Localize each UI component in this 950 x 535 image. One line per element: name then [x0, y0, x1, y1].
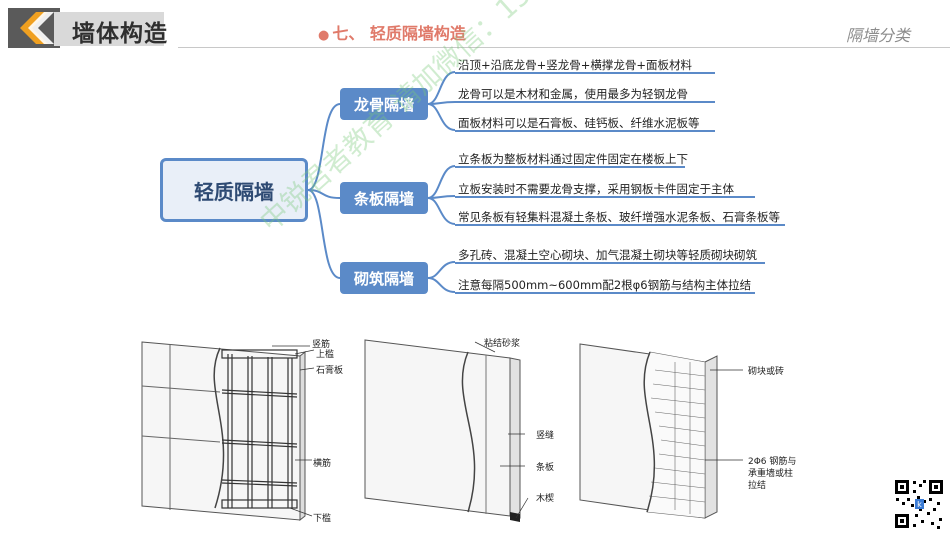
label-tie: 拉结: [748, 481, 767, 491]
leaf-underline: [455, 101, 715, 103]
label-gypsum-board: 石膏板: [316, 366, 344, 376]
section-title: ●七、 轻质隔墙构造: [318, 20, 466, 44]
label-vertical-joint: 竖缝: [536, 431, 555, 441]
panel-wall-diagram: [364, 339, 529, 522]
label-bonding-mortar: 粘结砂浆: [484, 339, 521, 349]
leaf-text: 注意每隔500mm~600mm配2根φ6钢筋与结构主体拉结: [458, 278, 752, 292]
mindmap-root: 轻质隔墙: [160, 158, 308, 222]
label-vertical-stud: 竖筋: [312, 340, 331, 350]
leaf-text: 立板安装时不需要龙骨支撑，采用钢板卡件固定于主体: [458, 182, 734, 196]
branch-masonry-wall: 砌筑隔墙: [340, 262, 428, 294]
brick-pattern: [643, 351, 706, 519]
title-bar: [54, 12, 164, 46]
leaf-text: 沿顶+沿底龙骨+竖龙骨+横撑龙骨+面板材料: [458, 58, 693, 72]
leaf-text: 多孔砖、混凝土空心砌块、加气混凝土砌块等轻质砌块砌筑: [458, 248, 757, 262]
label-panel: 条板: [536, 463, 555, 473]
label-top-track: 上槛: [316, 350, 335, 360]
label-bottom-track: 下槛: [313, 514, 332, 524]
leaf-text: 常见条板有轻集料混凝土条板、玻纤增强水泥条板、石膏条板等: [458, 210, 780, 224]
leaf-underline: [455, 130, 715, 132]
leaf-underline: [455, 196, 755, 198]
label-rebar: 2Φ6 钢筋与: [748, 457, 797, 467]
masonry-wall-diagram: [579, 343, 743, 519]
label-horizontal-stud: 横筋: [313, 459, 332, 469]
header-divider: [178, 47, 950, 48]
leaf-text: 立条板为整板材料通过固定件固定在楼板上下: [458, 152, 688, 166]
label-block-or-brick: 砌块或砖: [748, 367, 785, 377]
stud-wall-diagram: [141, 341, 315, 522]
leaf-underline: [455, 262, 765, 264]
header: 墙体构造 ●七、 轻质隔墙构造 隔墙分类: [0, 0, 950, 54]
leaf-underline: [455, 224, 785, 226]
chevron-logo-icon: [20, 12, 54, 44]
leaf-text: 龙骨可以是木材和金属，使用最多为轻钢龙骨: [458, 87, 688, 101]
page-title: 墙体构造: [72, 21, 168, 47]
leaf-text: 面板材料可以是石膏板、硅钙板、纤维水泥板等: [458, 116, 700, 130]
mindmap-connectors: [307, 71, 456, 293]
corner-label: 隔墙分类: [845, 26, 910, 45]
leaf-underline: [455, 72, 715, 74]
branch-panel-wall: 条板隔墙: [340, 182, 428, 214]
leaf-underline: [455, 166, 685, 168]
svg-text:k: k: [917, 500, 922, 509]
bullet-icon: ●: [318, 28, 330, 43]
leaf-underline: [455, 292, 755, 294]
label-bearing-wall: 承重墙或柱: [748, 469, 794, 479]
qr-code-icon: k: [893, 478, 945, 530]
section-title-text: 七、 轻质隔墙构造: [332, 24, 466, 43]
label-wood-wedge: 木楔: [536, 494, 555, 504]
branch-stud-wall: 龙骨隔墙: [340, 88, 428, 120]
